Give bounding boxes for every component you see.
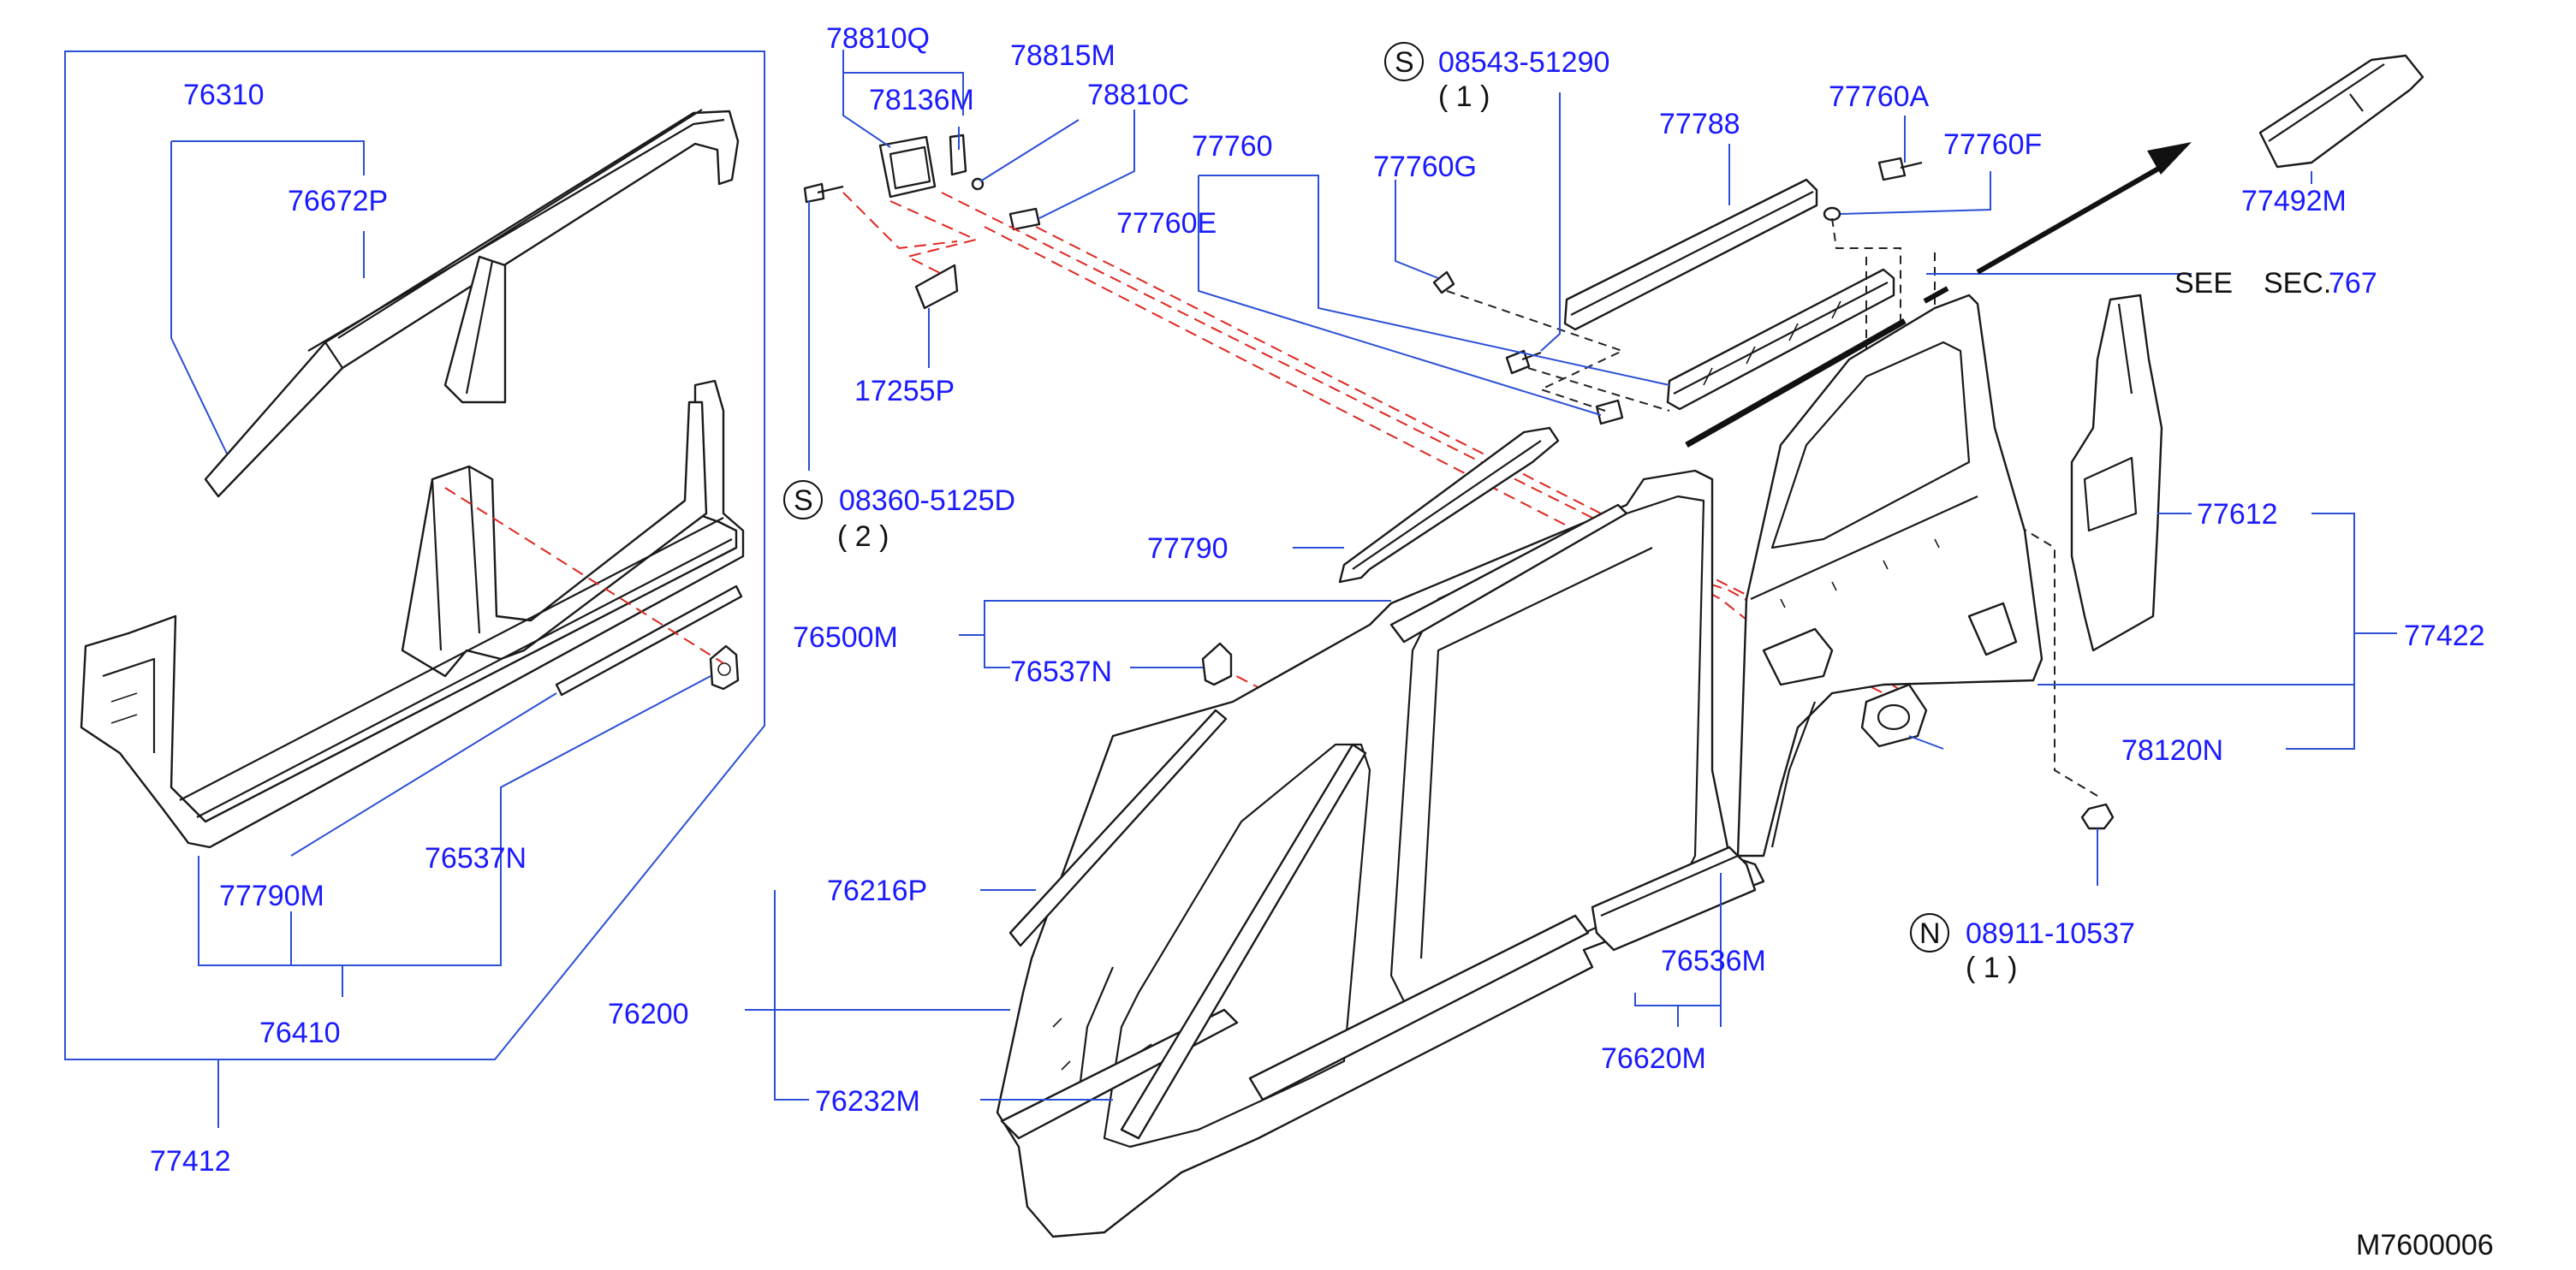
clip-76537N-mid: [1201, 642, 1233, 686]
part-77492M: [2258, 54, 2424, 169]
symbol-s-1: S: [794, 484, 813, 517]
label-77760: 77760: [1192, 130, 1273, 163]
rear-sill-76620M: [1591, 846, 1757, 952]
rear-edge-line: [1685, 318, 1907, 448]
clip-76537N-left: [709, 644, 740, 691]
inner-sill-panel: [80, 379, 745, 849]
label-78810Q: 78810Q: [826, 22, 930, 55]
symbol-n: N: [1919, 917, 1941, 950]
rear-quarter-panel: [1736, 294, 2044, 858]
strip-76500M: [1389, 503, 1628, 644]
label-76500M: 76500M: [793, 621, 898, 654]
label-77412: 77412: [150, 1145, 231, 1178]
label-77790: 77790: [1147, 532, 1229, 565]
label-77422: 77422: [2404, 620, 2485, 652]
label-78810C: 78810C: [1087, 79, 1189, 111]
group-77412-box: [64, 50, 765, 1128]
label-77760E: 77760E: [1116, 207, 1217, 240]
roof-side-rail-77788: [1563, 178, 1818, 331]
label-08360-5125D: 08360-5125D: [839, 484, 1015, 517]
leaders-left-group: [170, 140, 711, 997]
sec-label: SEC.: [2264, 267, 2331, 300]
label-77760G: 77760G: [1373, 151, 1477, 183]
label-17255P: 17255P: [854, 375, 955, 407]
see-label: SEE: [2174, 267, 2233, 300]
symbol-n-circle: [1910, 913, 1949, 952]
label-77760F: 77760F: [1943, 128, 2042, 161]
clip-77760E: [1595, 399, 1624, 425]
qty-08360: ( 2 ): [837, 520, 889, 553]
label-76232M: 76232M: [815, 1085, 920, 1118]
label-76410: 76410: [259, 1017, 341, 1049]
sec-number: 767: [2329, 267, 2377, 300]
symbol-s-circle-2: [1384, 42, 1424, 81]
leaders-lower: [745, 513, 2397, 1101]
screw-08360: [803, 182, 844, 204]
leaders-top-right: [1198, 92, 2192, 416]
bracket-17255P: [914, 264, 959, 310]
callout-labels: 76310 76672P 77790M 76537N 76410 77412 7…: [150, 22, 2494, 1261]
label-08543-51290: 08543-51290: [1438, 46, 1609, 79]
label-78120N: 78120N: [2121, 734, 2223, 767]
inner-panel-77612: [2070, 294, 2163, 652]
label-76620M: 76620M: [1601, 1042, 1706, 1075]
hidden-line-left: [444, 487, 724, 664]
fastener-77760G: [1432, 270, 1455, 294]
label-78136M: 78136M: [869, 84, 974, 116]
label-08911-10537: 08911-10537: [1966, 917, 2135, 950]
label-78815M: 78815M: [1010, 39, 1115, 72]
label-76537N-mid: 76537N: [1010, 656, 1112, 688]
label-77760A: 77760A: [1829, 80, 1930, 113]
arrow-to-77492M: [1923, 142, 2192, 304]
label-76310: 76310: [183, 79, 265, 111]
qty-08543: ( 1 ): [1438, 80, 1490, 113]
label-76536M: 76536M: [1661, 945, 1766, 977]
label-77612: 77612: [2197, 498, 2278, 531]
sill-molding-strip: [555, 585, 743, 697]
washer-77760F: [1823, 206, 1841, 222]
qty-08911: ( 1 ): [1966, 952, 2017, 984]
roof-rail-outer: [204, 109, 740, 498]
bolt-77760A: [1877, 157, 1923, 181]
label-76537N-left: 76537N: [425, 842, 527, 875]
strip-76232M: [1120, 743, 1367, 1140]
leaders-top-middle: [808, 50, 1135, 471]
strip-77790: [1338, 426, 1560, 584]
label-76200: 76200: [608, 998, 689, 1030]
diagram-id: M7600006: [2356, 1229, 2494, 1261]
symbol-s-circle-1: [783, 480, 823, 519]
symbol-s-2: S: [1395, 46, 1414, 79]
nut-08911: [2080, 803, 2115, 830]
fuel-filler-78120N: [1762, 627, 1928, 748]
strip-76216P: [1008, 709, 1228, 947]
label-77492M: 77492M: [2241, 185, 2347, 217]
main-body-side-panel: [996, 469, 1765, 1238]
label-77788: 77788: [1659, 108, 1740, 140]
label-76216P: 76216P: [827, 875, 927, 907]
screw-08543: [1505, 349, 1542, 375]
label-77790M: 77790M: [219, 880, 324, 912]
label-76672P: 76672P: [288, 185, 388, 217]
roof-rail-77760: [1666, 268, 1895, 411]
